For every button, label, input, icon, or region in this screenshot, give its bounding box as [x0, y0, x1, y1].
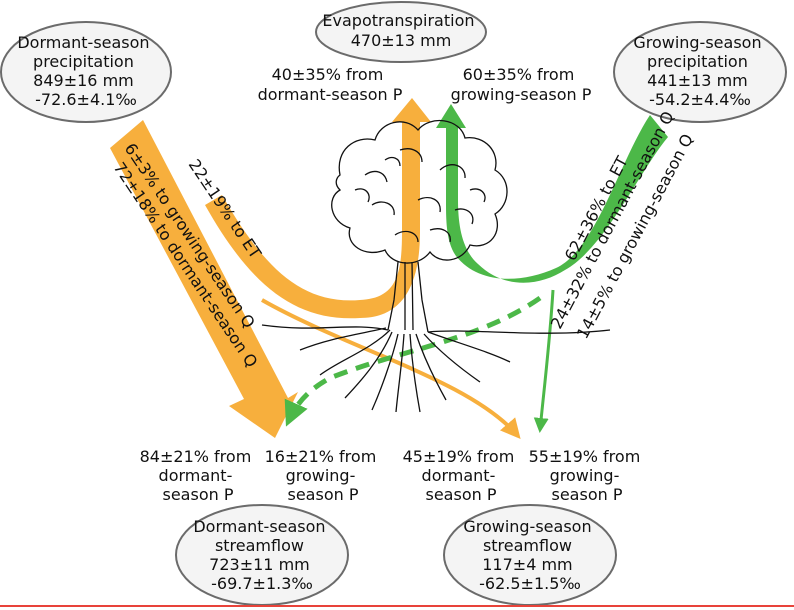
- evapotranspiration-box: Evapotranspiration 470±13 mm: [315, 1, 487, 63]
- dormant-precipitation-box: Dormant-season precipitation 849±16 mm -…: [0, 21, 172, 123]
- et-from-dormant-label: 40±35% from dormant-season P: [258, 65, 403, 104]
- growing-to-dormant-q-flow: [284, 295, 542, 427]
- svg-text:Growing-season streamflo: Growing-season streamflow 117±4 mm -62.5…: [463, 517, 596, 593]
- tree-icon: [261, 119, 611, 413]
- dormant-q-from-dormant-label: 84±21% from dormant- season P: [140, 447, 257, 504]
- growing-q-from-dormant-label: 45±19% from dormant- season P: [403, 447, 520, 504]
- growing-streamflow-box: Growing-season streamflow 117±4 mm -62.5…: [443, 504, 617, 606]
- svg-text:Evapotranspiration 470±1: Evapotranspiration 470±13 mm: [322, 11, 479, 50]
- growing-q-from-growing-label: 55±19% from growing- season P: [529, 447, 646, 504]
- dormant-to-growing-q-flow: [261, 298, 521, 440]
- svg-text:Dormant-season streamflo: Dormant-season streamflow 723±11 mm -69.…: [193, 517, 330, 593]
- svg-text:Dormant-season precipita: Dormant-season precipitation 849±16 mm -…: [17, 33, 154, 109]
- growing-to-et-flow: [436, 104, 668, 283]
- dormant-to-dormant-q-label: 72±18% to dormant-season Q: [110, 159, 262, 371]
- dormant-to-dormant-q-flow: [110, 120, 298, 438]
- svg-text:Growing-season precipita: Growing-season precipitation 441±13 mm -…: [633, 33, 766, 109]
- dormant-q-from-growing-label: 16±21% from growing- season P: [265, 447, 382, 504]
- growing-to-growing-q-flow: [533, 289, 555, 433]
- growing-precipitation-box: Growing-season precipitation 441±13 mm -…: [613, 21, 787, 123]
- dormant-to-et-flow: [205, 98, 431, 319]
- dormant-streamflow-box: Dormant-season streamflow 723±11 mm -69.…: [175, 504, 349, 606]
- et-from-growing-label: 60±35% from growing-season P: [451, 65, 592, 104]
